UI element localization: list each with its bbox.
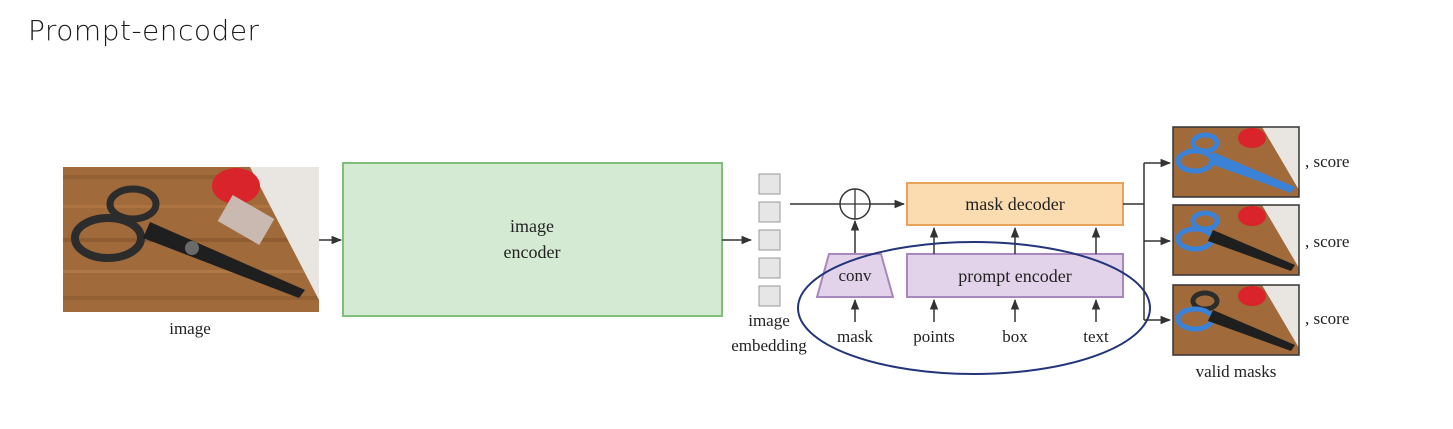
image-embedding-stack: [758, 173, 781, 307]
output-mask-2: [1172, 204, 1300, 276]
conv-label: conv: [838, 266, 872, 285]
image-encoder-label-line2: encoder: [504, 242, 561, 262]
prompt-input-mask: mask: [837, 327, 873, 346]
input-image-label: image: [169, 319, 211, 338]
conv-block: [815, 253, 895, 298]
valid-masks-label: valid masks: [1196, 362, 1277, 381]
prompt-input-points: points: [913, 327, 955, 346]
image-encoder-box: [342, 162, 723, 317]
prompt-encoder-label: prompt encoder: [958, 266, 1071, 286]
output-score-2: , score: [1305, 232, 1349, 251]
slide-title: Prompt-encoder: [28, 14, 260, 47]
output-mask-1: [1172, 126, 1300, 198]
prompt-encoder-box: [906, 253, 1124, 298]
mask-decoder-label: mask decoder: [965, 194, 1064, 214]
output-score-1: , score: [1305, 152, 1349, 171]
output-mask-3: [1172, 284, 1300, 356]
prompt-input-text: text: [1083, 327, 1109, 346]
image-encoder-label-line1: image: [510, 216, 554, 236]
input-image: [63, 167, 319, 312]
highlight-ellipse: [797, 241, 1151, 375]
prompt-input-box: box: [1002, 327, 1028, 346]
mask-decoder-box: [906, 182, 1124, 226]
embedding-label-line1: image: [748, 311, 790, 330]
scissors-shape: [71, 185, 305, 298]
output-score-3: , score: [1305, 309, 1349, 328]
output-branch-lines: [1123, 158, 1172, 325]
embedding-label-line2: embedding: [731, 336, 807, 355]
